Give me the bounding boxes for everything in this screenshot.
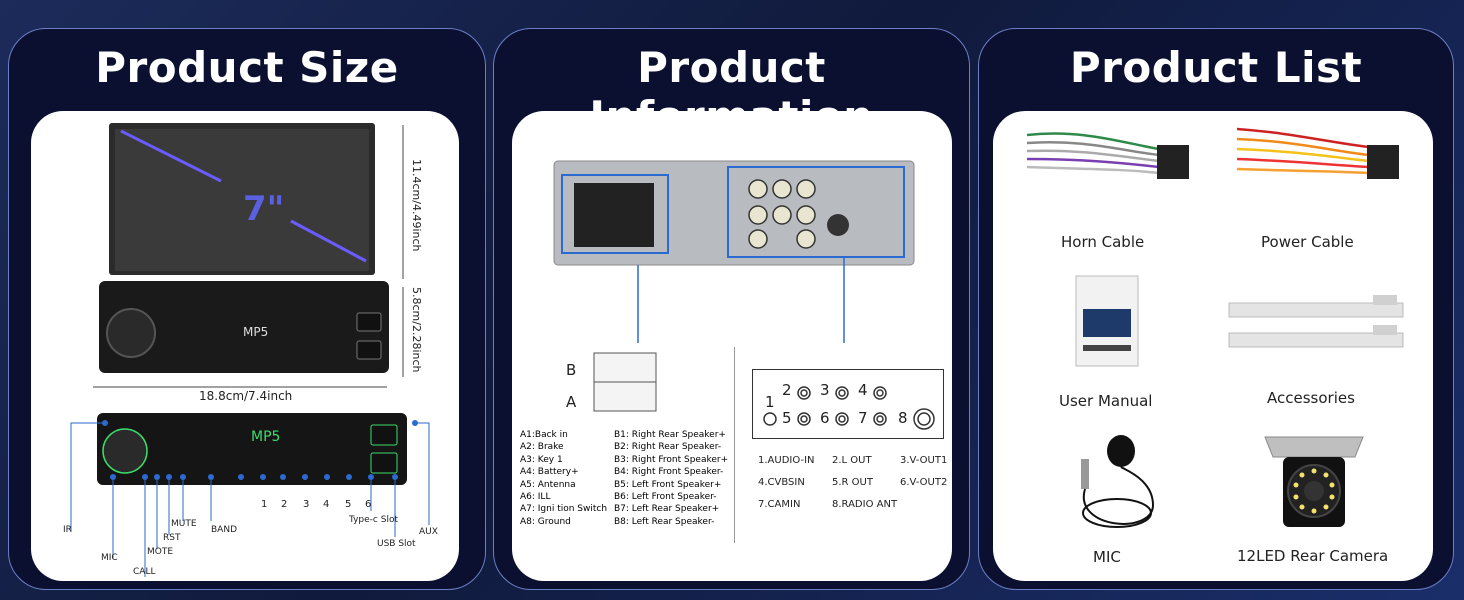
product-information-panel: Product Information B A A1:Back in [493,28,970,590]
callout-rst: RST [163,533,181,543]
faceplate-number-5: 5 [345,499,352,510]
rear-panel-illustration [553,160,915,343]
faceplate-number-3: 3 [303,499,310,510]
item-mic: MIC [1093,548,1121,566]
width-dimension: 18.8cm/7.4inch [199,389,293,403]
product-information-card: B A A1:Back in A2: Brake A3: Key 1 A4: B… [512,111,952,581]
product-size-panel: Product Size 7" MP5 11.4cm/4.49inch 5.8c… [8,28,486,590]
iso-connector-illustration [593,352,657,412]
item-horn-cable: Horn Cable [1061,233,1145,251]
dimension-lines [93,125,404,388]
port-label-camin: 7.CAMIN [758,499,801,510]
product-list-card: Horn Cable Power Cable User Manual [993,111,1433,581]
callout-usb: USB Slot [377,539,416,549]
callout-lines [70,420,430,577]
port-circles [763,386,935,430]
port-number-6: 6 [820,409,830,427]
item-user-manual: User Manual [1059,392,1153,410]
port-number-3: 3 [820,381,830,399]
screen-size-label: 7" [243,189,285,229]
accessories-image [1228,295,1404,348]
pin-b7: B7: Left Rear Speaker+ [614,504,720,515]
pin-b5: B5: Left Front Speaker+ [614,479,722,490]
callout-typec: Type-c Slot [349,515,398,525]
pin-a5: A5: Antenna [520,479,576,490]
port-number-4: 4 [858,381,868,399]
port-diagram-box [752,369,944,439]
horn-cable-image [1026,132,1189,179]
pin-b6: B6: Left Front Speaker- [614,492,717,503]
callout-mic: MIC [101,553,118,563]
user-manual-image [1075,275,1139,367]
pin-b-list: B1: Right Rear Speaker+ B2: Right Rear S… [614,429,728,528]
port-label-v-out2: 6.V-OUT2 [900,477,948,488]
callout-aux: AUX [419,527,438,537]
faceplate-number-4: 4 [323,499,330,510]
item-accessories: Accessories [1267,389,1355,407]
product-list-panel: Product List Horn Cable Po [978,28,1454,590]
pin-a7: A7: Igni tion Switch [520,504,608,515]
item-rear-camera: 12LED Rear Camera [1237,547,1389,565]
item-power-cable: Power Cable [1261,233,1354,251]
pin-b4: B4: Right Front Speaker- [614,467,724,478]
front-display-text: MP5 [243,325,269,339]
port-number-2: 2 [782,381,792,399]
pin-b2: B2: Right Rear Speaker- [614,442,722,453]
connector-a-label: A [566,393,577,411]
faceplate-number-6: 6 [365,499,372,510]
port-number-1: 1 [765,393,775,411]
power-cable-image [1236,127,1399,179]
pin-b1: B1: Right Rear Speaker+ [614,430,726,440]
faceplate-display-text: MP5 [251,429,281,445]
mic-image [1081,435,1155,528]
product-size-card: 7" MP5 11.4cm/4.49inch 5.8cm/2.28inch 18… [31,111,459,581]
pin-a4: A4: Battery+ [520,467,579,478]
product-size-title: Product Size [95,43,399,92]
pin-a1: A1:Back in [520,430,568,440]
faceplate-number-2: 2 [281,499,288,510]
pin-b3: B3: Right Front Speaker+ [614,454,729,465]
faceplate-illustration [97,413,407,485]
callout-ir: IR [63,525,72,535]
rear-camera-image [1264,436,1364,527]
pin-b8: B8: Left Rear Speaker- [614,516,715,527]
port-number-8: 8 [898,409,908,427]
callout-mute: MUTE [171,519,197,529]
pin-a3: A3: Key 1 [520,454,563,465]
faceplate-number-1: 1 [261,499,268,510]
port-label-cvbsin: 4.CVBSIN [758,477,805,488]
callout-band: BAND [211,525,237,535]
callout-call: CALL [133,567,156,577]
port-label-v-out1: 3.V-OUT1 [900,455,948,466]
port-label-audio-in: 1.AUDIO-IN [758,455,815,466]
port-label-r-out: 5.R OUT [832,477,873,488]
product-list-title: Product List [1069,43,1363,92]
connector-b-label: B [566,361,577,379]
callout-mote: MOTE [147,547,174,557]
port-label-l-out: 2.L OUT [832,455,872,466]
divider [734,347,735,543]
pin-a2: A2: Brake [520,442,564,453]
port-number-5: 5 [782,409,792,427]
port-number-7: 7 [858,409,868,427]
pin-a-list: A1:Back in A2: Brake A3: Key 1 A4: Batte… [520,429,607,528]
stereo-front-illustration [99,123,389,373]
pin-a8: A8: Ground [520,516,571,527]
port-label-radio-ant: 8.RADIO ANT [832,499,898,510]
pin-a6: A6: ILL [520,492,551,503]
